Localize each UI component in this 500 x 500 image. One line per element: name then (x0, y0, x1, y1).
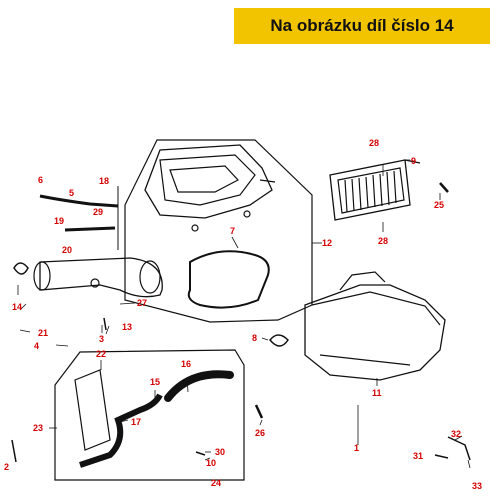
callout-12: 12 (322, 238, 332, 248)
group-outline-23 (54, 349, 245, 481)
callout-6: 6 (38, 175, 43, 185)
callout-23: 23 (33, 423, 43, 433)
clamp-8 (269, 334, 289, 347)
callout-7: 7 (230, 226, 235, 236)
intake-duct-16 (164, 370, 234, 402)
callout-17: 17 (131, 417, 141, 427)
callout-15: 15 (150, 377, 160, 387)
gasket-7 (187, 250, 270, 309)
callout-9: 9 (411, 156, 416, 166)
callout-16: 16 (181, 359, 191, 369)
callout-18: 18 (99, 176, 109, 186)
callout-11: 11 (372, 388, 382, 398)
callout-8: 8 (252, 333, 257, 343)
hose-clamp (13, 262, 29, 275)
callout-26: 26 (255, 428, 265, 438)
callout-27: 27 (137, 298, 147, 308)
air-filter-element (329, 159, 421, 221)
elbow-duct-17 (79, 393, 163, 468)
callout-22: 22 (96, 349, 106, 359)
callout-29: 29 (93, 207, 103, 217)
callout-28-top: 28 (369, 138, 379, 148)
callout-1: 1 (354, 443, 359, 453)
callout-labels: 1 2 3 4 5 6 7 8 9 10 11 12 13 14 15 16 1… (4, 138, 482, 491)
callout-10: 10 (206, 458, 216, 468)
callout-19: 19 (54, 216, 64, 226)
group-outline-12 (124, 139, 313, 323)
callout-30: 30 (215, 447, 225, 457)
callout-3: 3 (99, 334, 104, 344)
callout-32: 32 (451, 429, 461, 439)
callout-13: 13 (122, 322, 132, 332)
callout-4: 4 (34, 341, 39, 351)
airbox-lower-half (304, 271, 446, 381)
callout-31: 31 (413, 451, 423, 461)
part-number-banner: Na obrázku díl číslo 14 (234, 8, 490, 44)
breather-hose-5 (39, 194, 119, 208)
callout-14: 14 (12, 302, 22, 312)
airbox-upper-half (144, 144, 276, 232)
callout-25: 25 (434, 200, 444, 210)
callout-21: 21 (38, 328, 48, 338)
intake-part-22 (74, 369, 111, 451)
callout-2: 2 (4, 462, 9, 472)
callout-5: 5 (69, 188, 74, 198)
callout-33: 33 (472, 481, 482, 491)
breather-hose-29 (64, 226, 116, 232)
callout-28-bottom: 28 (378, 236, 388, 246)
callout-24: 24 (211, 478, 221, 488)
callout-20: 20 (62, 245, 72, 255)
snorkel-14 (33, 257, 163, 298)
